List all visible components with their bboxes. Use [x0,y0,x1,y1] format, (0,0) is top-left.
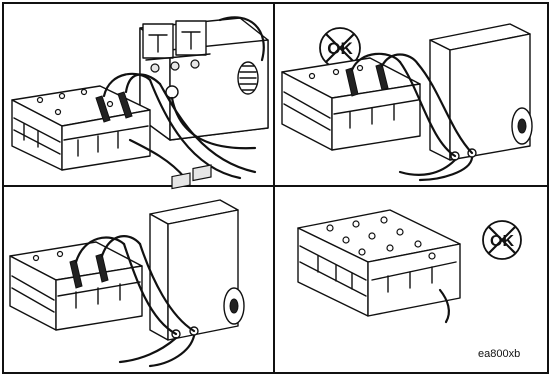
panel-4: OK ea800xb [298,210,521,360]
charger-3-meter-right [193,165,211,180]
battery-1 [12,86,150,170]
battery-charger [430,0,532,160]
battery-charger-3 [150,165,244,340]
panel-1 [12,17,268,178]
ok-crossed-icon: OK [483,221,521,259]
panel-2: OK [282,0,532,180]
figure-code: ea800xb [478,348,520,360]
battery-tester [140,17,268,140]
battery-4 [298,210,460,322]
panel-3 [10,165,244,366]
